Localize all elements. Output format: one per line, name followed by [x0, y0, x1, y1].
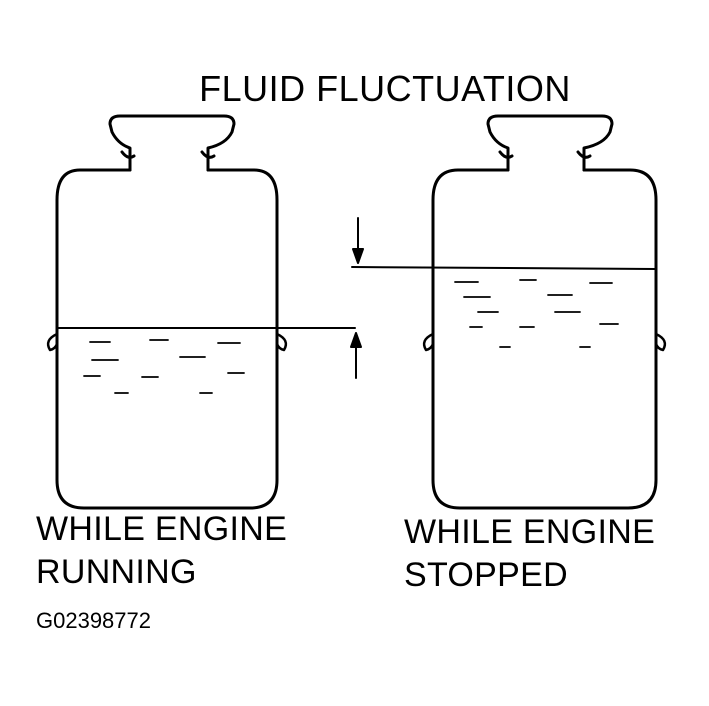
down-arrow — [352, 217, 364, 264]
reservoir-stopped — [351, 114, 667, 510]
reservoir-stopped-label: WHILE ENGINE STOPPED — [404, 511, 655, 597]
reservoir-running-label: WHILE ENGINE RUNNING — [36, 508, 287, 594]
figure-code: G02398772 — [36, 608, 151, 633]
reservoir-stopped-body — [431, 168, 658, 510]
up-arrow — [350, 332, 362, 379]
reservoir-running-ripples — [83, 339, 245, 394]
reservoir-stopped-cap-lip-left — [498, 150, 514, 159]
reservoir-stopped-label-line2: STOPPED — [404, 556, 568, 594]
reservoir-running-label-line2: RUNNING — [36, 553, 197, 591]
reservoir-running-cap — [108, 114, 236, 172]
reservoir-running-body — [55, 168, 279, 510]
reservoir-running-label-line1: WHILE ENGINE — [36, 510, 288, 548]
reservoir-running-cap-lip-right — [200, 150, 216, 159]
reservoir-running-mark-left — [46, 332, 59, 352]
reservoir-stopped-cap — [486, 114, 614, 172]
reservoir-running — [46, 114, 356, 510]
reservoir-stopped-mark-left — [422, 332, 435, 352]
reservoir-running-cap-lip-left — [120, 150, 136, 159]
reservoir-stopped-fluid-level — [351, 266, 657, 270]
reservoir-stopped-ripples — [454, 279, 619, 348]
diagram-title: FLUID FLUCTUATION — [199, 68, 571, 109]
reservoir-stopped-cap-lip-right — [576, 150, 592, 159]
reservoir-running-mark-right — [275, 332, 288, 352]
reservoir-stopped-mark-right — [654, 332, 667, 352]
reservoir-stopped-label-line1: WHILE ENGINE — [404, 513, 656, 551]
